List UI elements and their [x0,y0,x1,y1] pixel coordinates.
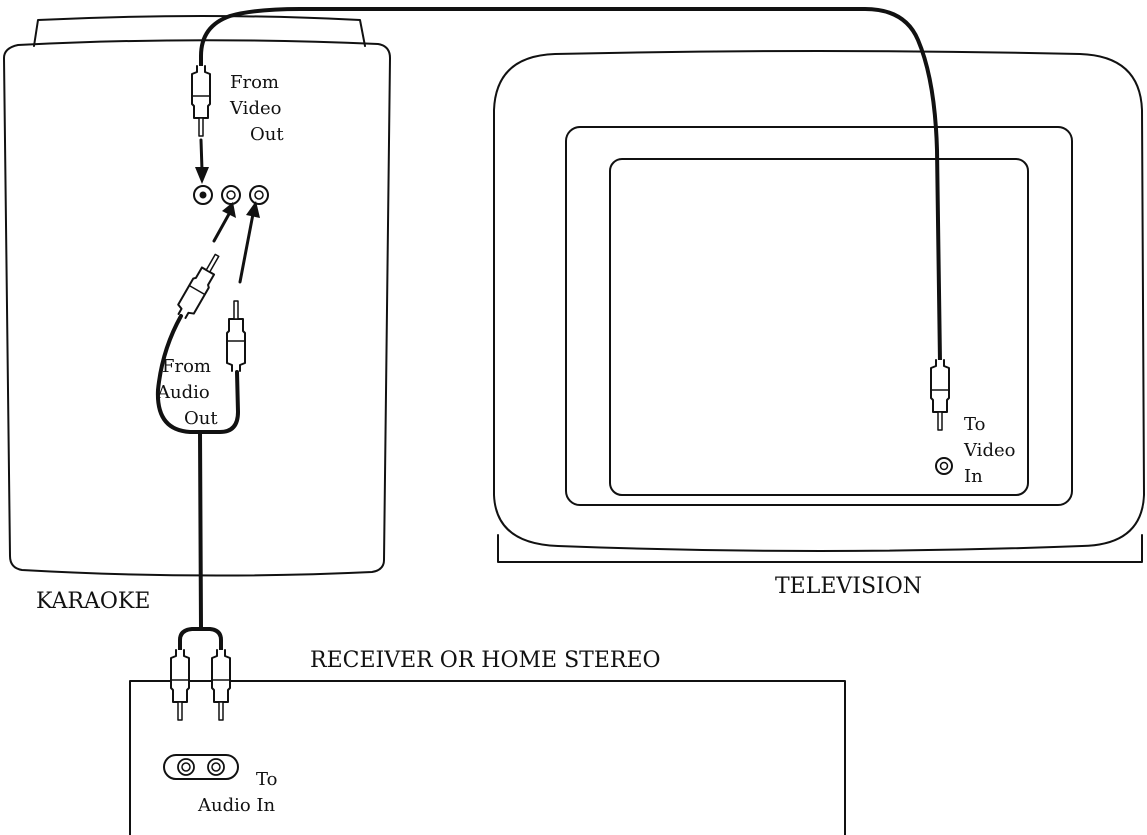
video-out-label-line1: From [230,72,279,93]
audio-in-label-line2: Audio In [197,795,276,816]
audio-in-label-line1: To [256,769,277,790]
audio-in-jacks-icon [163,754,239,780]
audio-plug-right-icon [226,300,246,372]
video-out-jack-icon [193,185,213,205]
tv-outer-frame [493,50,1145,552]
arrow-down-icon [195,167,209,184]
audio-cables [155,201,260,721]
video-out-label-line2: Video [229,98,281,119]
karaoke-body [3,39,391,577]
video-cable [191,7,950,431]
tv-screen [609,158,1029,496]
karaoke-lid [33,15,366,47]
audio-plug-left-icon [173,249,226,322]
labels: From Video Out From Audio Out To Video I… [36,72,1015,816]
television [493,50,1145,563]
audio-out-label-line1: From [162,356,211,377]
video-in-label-line1: To [964,414,985,435]
receiver-box [129,680,846,835]
karaoke-unit [3,15,391,577]
tv-bezel [565,126,1073,506]
audio-out-label-line3: Out [184,408,218,429]
video-plug-tv-icon [930,359,950,431]
audio-out-jack-right-icon [249,185,269,205]
karaoke-title: KARAOKE [36,589,150,614]
video-plug-karaoke-icon [191,65,211,137]
receiver-title: RECEIVER OR HOME STEREO [310,648,661,673]
video-in-jack-icon [935,457,953,475]
audio-out-jack-left-icon [221,185,241,205]
audio-plug-receiver-right-icon [211,649,231,721]
arrow-up-icon [246,201,260,218]
audio-out-label-line2: Audio [156,382,210,403]
receiver [129,680,846,835]
television-title: TELEVISION [775,574,922,599]
tv-stand [497,534,1143,563]
video-out-label-line3: Out [250,124,284,145]
video-in-label-line3: In [964,466,983,487]
audio-plug-receiver-left-icon [170,649,190,721]
video-in-label-line2: Video [963,440,1015,461]
arrow-up-icon [222,202,236,218]
